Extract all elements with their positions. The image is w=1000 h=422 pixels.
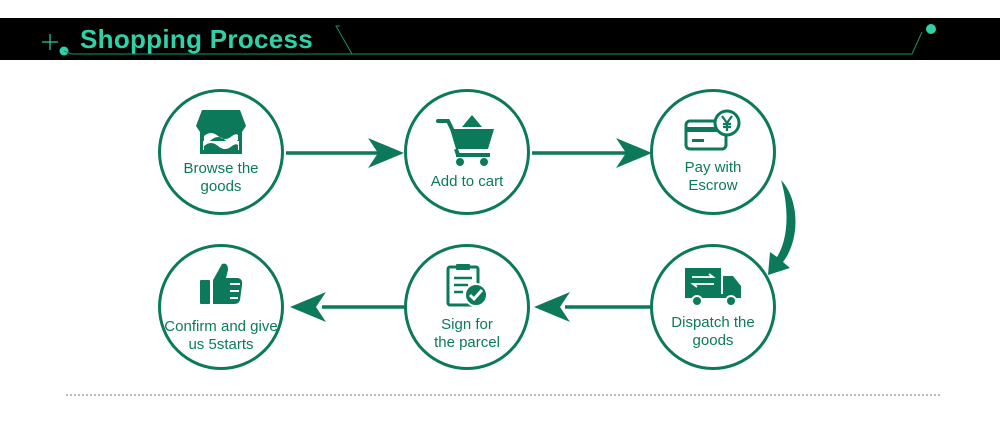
arrowhead-3 <box>534 292 570 322</box>
step-label: Add to cart <box>430 173 504 190</box>
step-confirm-feedback: Confirm and give us 5starts <box>158 244 284 370</box>
store-icon <box>196 110 246 154</box>
step-label: Sign for the parcel <box>434 316 500 351</box>
step-label: Pay with Escrow <box>684 159 742 194</box>
arrowhead-1 <box>368 138 404 168</box>
step-dispatch-goods: Dispatch the goods <box>650 244 776 370</box>
arrowhead-2 <box>616 138 652 168</box>
cart-icon <box>436 115 494 166</box>
step-label: Browse the goods <box>183 160 259 195</box>
curved-arrow-pay-to-dispatch <box>768 180 796 275</box>
header-bar: Shopping Process <box>0 18 1000 60</box>
header-decoration <box>42 24 936 56</box>
thumbs-up-icon <box>200 263 243 304</box>
step-pay-escrow: Pay with Escrow <box>650 89 776 215</box>
step-browse-goods: Browse the goods <box>158 89 284 215</box>
divider <box>66 394 940 396</box>
delivery-truck-icon <box>685 268 741 307</box>
step-add-to-cart: Add to cart <box>404 89 530 215</box>
page-title: Shopping Process <box>80 24 314 54</box>
clipboard-check-icon <box>446 264 488 307</box>
payment-card-yen-icon <box>684 109 741 151</box>
step-label: Dispatch the goods <box>671 314 755 349</box>
step-sign-parcel: Sign for the parcel <box>404 244 530 370</box>
arrowhead-4 <box>290 292 326 322</box>
step-label: Confirm and give us 5starts <box>164 318 278 353</box>
